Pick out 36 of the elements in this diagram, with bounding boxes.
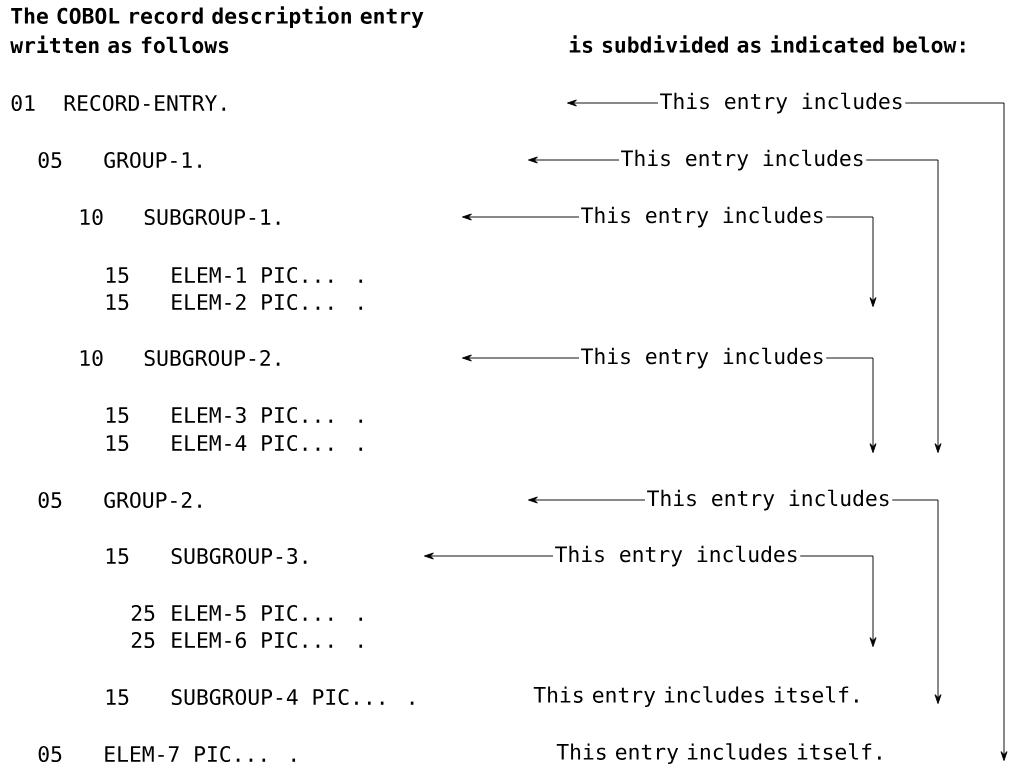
- arrow: [462, 213, 580, 221]
- code-line: 05 GROUP-2.: [38, 491, 201, 509]
- code-line: 25 ELEM-6 PIC... .: [131, 631, 363, 649]
- annotation-text: This entry includes itself.: [533, 686, 858, 708]
- arrow: [799, 555, 877, 647]
- code-line: 15 ELEM-3 PIC... .: [106, 406, 363, 424]
- annotation-text: This entry includes: [581, 206, 823, 228]
- annotation-text: This entry includes: [660, 92, 902, 114]
- arrow: [865, 159, 942, 453]
- arrow: [891, 499, 942, 704]
- arrow: [528, 156, 620, 164]
- heading: The COBOL record description entry written as follows: [10, 6, 424, 54]
- arrow: [462, 354, 580, 362]
- arrow: [528, 496, 646, 504]
- arrow: [904, 102, 1008, 761]
- code-line: 05 GROUP-1.: [38, 151, 201, 169]
- code-line: 15 SUBGROUP-4 PIC... .: [106, 688, 414, 706]
- code-line: 01 RECORD-ENTRY.: [11, 94, 226, 112]
- code-line: 15 ELEM-4 PIC... .: [106, 434, 363, 452]
- code-line: 10 SUBGROUP-1.: [80, 208, 280, 226]
- code-line: 15 SUBGROUP-3.: [106, 547, 307, 565]
- arrow: [567, 99, 659, 107]
- heading: is subdivided as indicated below:: [569, 35, 965, 53]
- arrow: [424, 552, 554, 560]
- arrow: [825, 357, 877, 453]
- code-line: 05 ELEM-7 PIC... .: [38, 745, 296, 763]
- annotation-text: This entry includes: [647, 489, 889, 511]
- code-line: 25 ELEM-5 PIC... .: [131, 604, 363, 622]
- arrow: [825, 216, 877, 307]
- annotation-text: This entry includes: [621, 149, 863, 171]
- annotation-text: This entry includes itself.: [556, 743, 881, 765]
- code-line: 15 ELEM-2 PIC... .: [106, 293, 363, 311]
- annotation-text: This entry includes: [555, 545, 797, 567]
- code-line: 15 ELEM-1 PIC... .: [106, 266, 363, 284]
- code-line: 10 SUBGROUP-2.: [80, 349, 280, 367]
- annotation-text: This entry includes: [581, 347, 823, 369]
